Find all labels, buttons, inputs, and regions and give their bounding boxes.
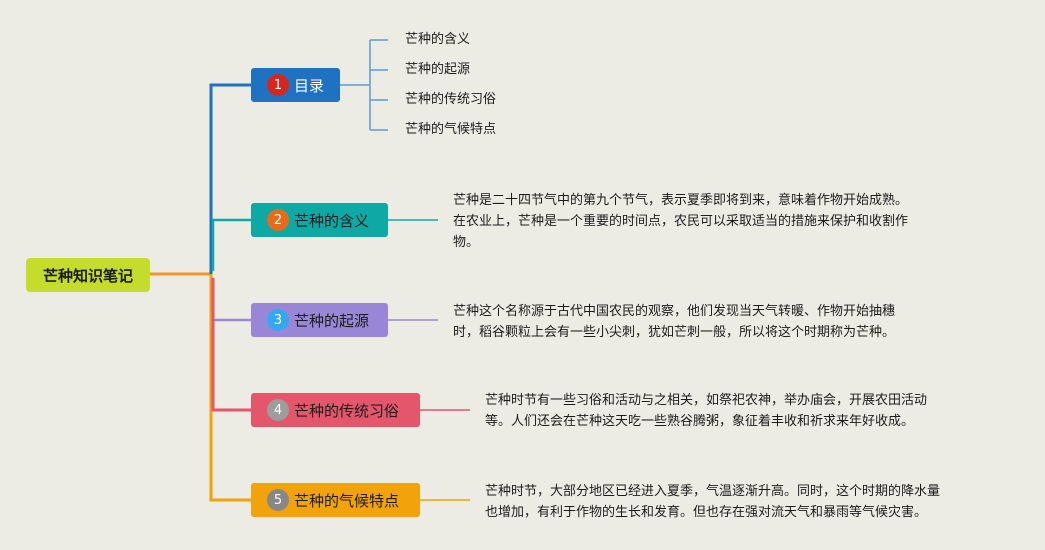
connector-toc [209, 83, 251, 274]
branch-label: 芒种的含义 [294, 211, 370, 230]
toc-item-climate[interactable]: 芒种的气候特点 [405, 122, 497, 137]
number-badge: 4 [267, 399, 289, 421]
desc-line: 芒种是二十四节气中的第九个节气，表示夏季即将到来，意味着作物开始成熟。 [453, 193, 909, 208]
meaning-description[interactable]: 芒种是二十四节气中的第九个节气，表示夏季即将到来，意味着作物开始成熟。 在农业上… [453, 190, 973, 253]
desc-line: 芒种时节有一些习俗和活动与之相关，如祭祀农神，举办庙会，开展农田活动 [485, 393, 928, 408]
branch-origin[interactable]: 3 芒种的起源 [251, 303, 388, 337]
toc-item-origin[interactable]: 芒种的起源 [405, 62, 471, 77]
branch-label: 芒种的起源 [294, 311, 370, 330]
number-badge: 5 [267, 489, 289, 511]
desc-line: 时，稻谷颗粒上会有一些小尖刺，犹如芒刺一般，所以将这个时期称为芒种。 [453, 325, 896, 340]
connector-meaning [211, 218, 251, 271]
branch-climate[interactable]: 5 芒种的气候特点 [251, 483, 420, 517]
root-topic-label: 芒种知识笔记 [42, 266, 133, 285]
climate-description[interactable]: 芒种时节，大部分地区已经进入夏季，气温逐渐升高。同时，这个时期的降水量 也增加，… [485, 481, 1005, 523]
connector-origin [211, 278, 251, 322]
customs-description[interactable]: 芒种时节有一些习俗和活动与之相关，如祭祀农神，举办庙会，开展农田活动 等。人们还… [485, 390, 1005, 432]
desc-line: 等。人们还会在芒种这天吃一些熟谷腾粥，象征着丰收和祈求来年好收成。 [485, 414, 915, 429]
number-badge: 2 [267, 209, 289, 231]
connector-climate [209, 274, 251, 502]
desc-line: 在农业上，芒种是一个重要的时间点，农民可以采取适当的措施来保护和收割作 [453, 214, 909, 229]
branch-toc[interactable]: 1 目录 [251, 68, 340, 102]
desc-line: 物。 [453, 235, 480, 250]
origin-description[interactable]: 芒种这个名称源于古代中国农民的观察，他们发现当天气转暖、作物开始抽穗 时，稻谷颗… [453, 301, 973, 343]
toc-item-meaning[interactable]: 芒种的含义 [405, 32, 471, 47]
desc-line: 芒种时节，大部分地区已经进入夏季，气温逐渐升高。同时，这个时期的降水量 [485, 484, 941, 499]
branch-label: 目录 [294, 76, 325, 95]
toc-item-customs[interactable]: 芒种的传统习俗 [405, 92, 497, 107]
connector-customs [211, 278, 251, 412]
branch-customs[interactable]: 4 芒种的传统习俗 [251, 393, 420, 427]
branch-label: 芒种的气候特点 [294, 491, 400, 510]
desc-line: 也增加，有利于作物的生长和发育。但也存在强对流天气和暴雨等气候灾害。 [485, 505, 928, 520]
desc-line: 芒种这个名称源于古代中国农民的观察，他们发现当天气转暖、作物开始抽穗 [453, 304, 896, 319]
number-badge: 1 [267, 74, 289, 96]
number-badge: 3 [267, 309, 289, 331]
root-topic[interactable]: 芒种知识笔记 [26, 258, 150, 292]
branch-meaning[interactable]: 2 芒种的含义 [251, 203, 388, 237]
toc-ticks [370, 39, 388, 131]
branch-label: 芒种的传统习俗 [294, 401, 400, 420]
